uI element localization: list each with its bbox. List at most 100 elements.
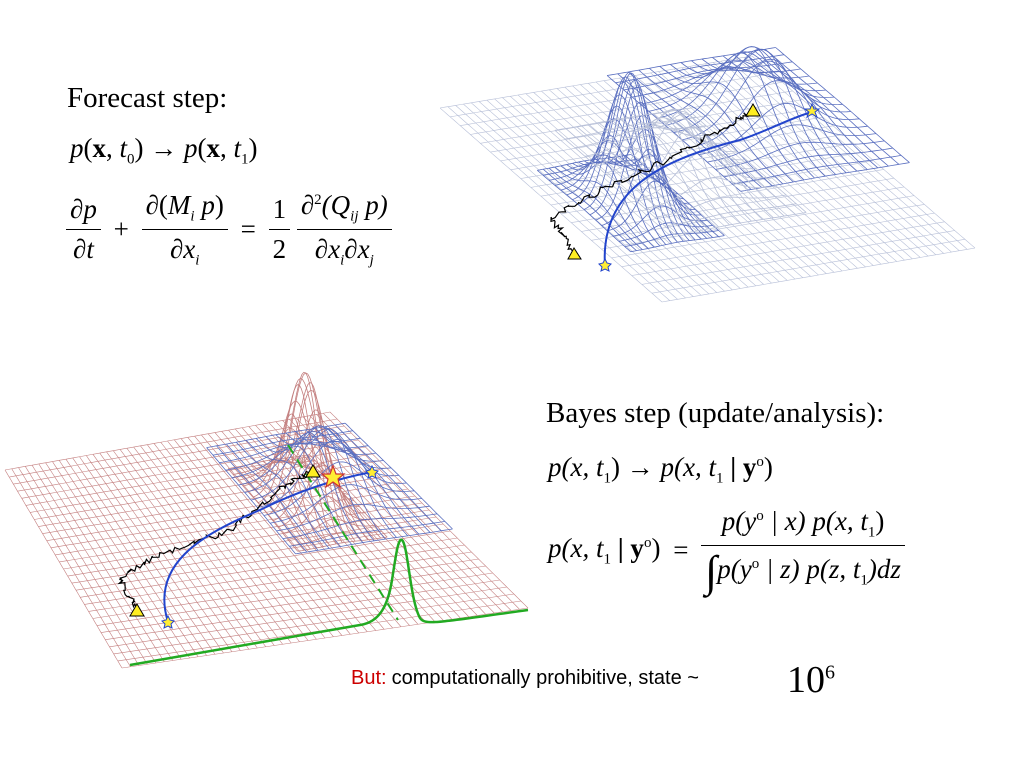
note-text: computationally prohibitive, state ~: [391, 667, 699, 689]
forecast-heading: Forecast step:: [67, 82, 228, 114]
grid-line: [571, 169, 884, 223]
state-size: 106: [787, 658, 835, 702]
analysis-grid: [4, 411, 529, 669]
fraction-half: 1 2: [268, 194, 291, 265]
peak-mesh-line: [244, 425, 392, 493]
peak-mesh-line: [615, 54, 785, 84]
equals-sign: =: [673, 534, 689, 565]
superscript-o: o: [756, 454, 764, 470]
superscript-o: o: [751, 556, 760, 573]
peak-mesh-line: [632, 68, 801, 98]
grid-line: [92, 558, 479, 619]
grid-line: [25, 446, 366, 506]
symbol-x: x: [206, 133, 221, 163]
close-paren: ): [651, 532, 661, 563]
grid-line: [510, 116, 824, 170]
denominator: 2: [272, 234, 287, 265]
subscript-1: 1: [860, 572, 868, 589]
subscript-1: 1: [241, 151, 249, 168]
peak-mesh-line: [344, 422, 453, 530]
star-marker-icon: [161, 614, 175, 629]
subscript-1: 1: [715, 470, 724, 487]
peak-mesh-line: [584, 125, 717, 157]
peak-mesh-line: [594, 117, 727, 166]
peak-mesh-line: [623, 61, 793, 91]
grid-line: [109, 586, 507, 648]
grid-line: [460, 73, 773, 126]
partial-open: ∂(: [145, 190, 168, 220]
grid-line: [96, 565, 486, 626]
peak-mesh-line: [732, 155, 902, 185]
bayes-lhs: p(x, t1 | yo): [548, 533, 660, 568]
peak-mesh-line: [309, 454, 388, 538]
peak-mesh-line: [673, 48, 843, 133]
triangle-marker-icon: [745, 103, 761, 117]
peak-mesh-line: [618, 222, 713, 242]
numerator: 1: [268, 194, 291, 231]
peak-mesh-line: [554, 154, 649, 186]
symbol-x: x: [92, 133, 107, 163]
den-a: p(y: [717, 554, 752, 585]
exponent: 6: [825, 661, 835, 684]
peak-mesh-line: [297, 536, 388, 552]
bayes-transition: p(x, t1) → p(x, t1 | yo): [548, 452, 773, 487]
close-paren: ): [875, 506, 885, 536]
note-line: But: computationally prohibitive, state …: [351, 667, 699, 690]
grid-line: [450, 64, 763, 118]
peak-mesh-line: [270, 484, 422, 524]
grid-line: [21, 439, 359, 499]
symbol-Q: (Q: [321, 190, 351, 220]
peak-mesh-line: [619, 155, 713, 238]
grid-line: [591, 186, 905, 241]
star-marker-icon: [803, 102, 821, 119]
grid-line: [101, 572, 493, 633]
partial: ∂: [300, 190, 315, 220]
peak-mesh-line: [212, 430, 353, 456]
rhs: p(x, t: [660, 452, 716, 482]
subscript-1: 1: [603, 550, 611, 567]
grid-line: [631, 221, 945, 276]
fraction-drift: ∂(Mi p) ∂xi: [141, 190, 228, 270]
peak-mesh-line: [577, 76, 672, 205]
star-marker-icon: [598, 257, 612, 272]
den-c: )dz: [867, 554, 901, 585]
grid-line: [30, 453, 373, 513]
star-marker-icon: [320, 464, 346, 489]
peak-mesh-line: [624, 230, 719, 247]
peak-mesh-line: [624, 126, 757, 192]
subscript-1: 1: [867, 524, 876, 541]
subscript-i: i: [195, 252, 200, 269]
symbol-p: p: [70, 133, 84, 163]
close-paren: ): [610, 452, 620, 482]
grid-line: [63, 509, 430, 570]
grid-line: [84, 544, 465, 605]
grid-line: [80, 537, 458, 598]
peak-mesh-line: [225, 443, 369, 471]
grid-line: [641, 230, 955, 285]
numerator: ∂p: [70, 194, 97, 225]
analysis-peaks: [206, 371, 453, 555]
symbol-t: t: [119, 133, 128, 163]
peak-mesh-line: [707, 124, 877, 163]
partial-x: ∂x: [344, 234, 370, 265]
peak-mesh-line: [640, 66, 810, 105]
peak-mesh-line: [554, 108, 687, 131]
grid-line: [611, 204, 925, 259]
fraction-diffusion: ∂2(Qij p) ∂xi∂xj: [296, 190, 392, 270]
grid-line: [105, 579, 500, 640]
subscript-ij: ij: [350, 208, 359, 225]
equals-sign: =: [240, 214, 256, 245]
grid-line: [34, 460, 380, 520]
peak-mesh-line: [715, 140, 885, 170]
grid-line: [67, 516, 437, 577]
peak-mesh-line: [682, 60, 851, 141]
bayes-fraction: p(yo | x) p(x, t1) ∫p(yo | z) p(z, t1)dz: [701, 506, 905, 594]
peak-mesh-line: [644, 177, 777, 209]
grid-line: [581, 177, 894, 232]
peak-mesh-line: [292, 530, 382, 546]
peak-mesh-line: [614, 111, 747, 183]
peak-mesh-line: [613, 205, 707, 237]
true-trajectory: [117, 468, 314, 611]
symbol-p: p: [201, 190, 215, 220]
forecast-peaks: [537, 46, 910, 253]
